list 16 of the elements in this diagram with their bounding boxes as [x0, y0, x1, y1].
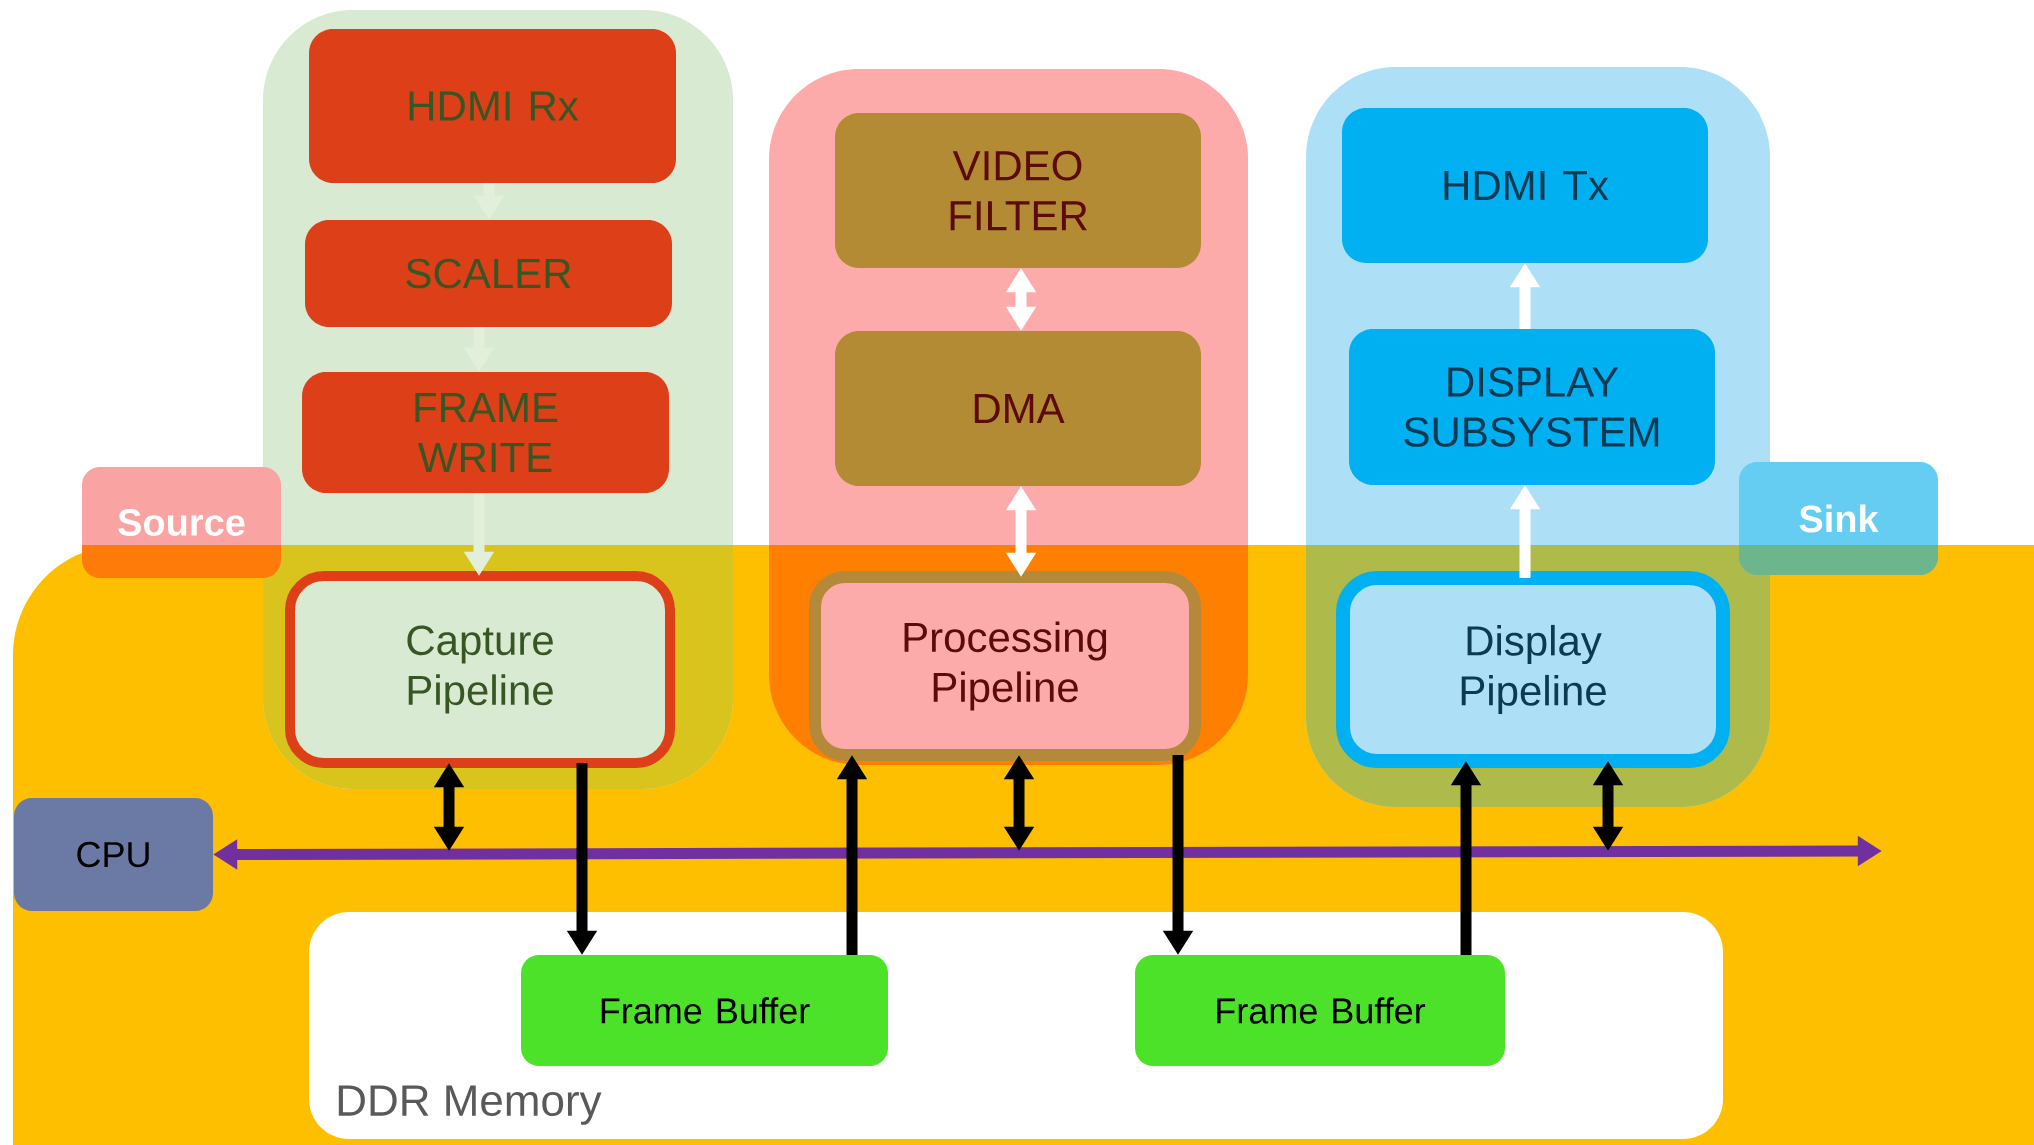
block-box: HDMI Rx: [309, 29, 676, 183]
block-box: SCALER: [305, 220, 672, 327]
cpu-box: CPU: [14, 798, 213, 911]
block-box: HDMI Tx: [1342, 108, 1708, 263]
tab-label: Sink: [1739, 462, 1938, 575]
tab-label: Source: [82, 467, 281, 578]
block-box: VIDEO FILTER: [835, 113, 1201, 268]
block-box: DISPLAY SUBSYSTEM: [1349, 329, 1715, 485]
buffer-box: Frame Buffer: [521, 955, 888, 1066]
pipeline-box: Processing Pipeline: [809, 571, 1201, 761]
pipeline-box: Display Pipeline: [1336, 571, 1730, 768]
pipeline-box: Capture Pipeline: [285, 571, 675, 768]
block-box: FRAME WRITE: [302, 372, 669, 493]
buffer-box: Frame Buffer: [1135, 955, 1505, 1066]
memory-label: DDR Memory: [338, 1085, 602, 1125]
block-box: DMA: [835, 331, 1201, 486]
